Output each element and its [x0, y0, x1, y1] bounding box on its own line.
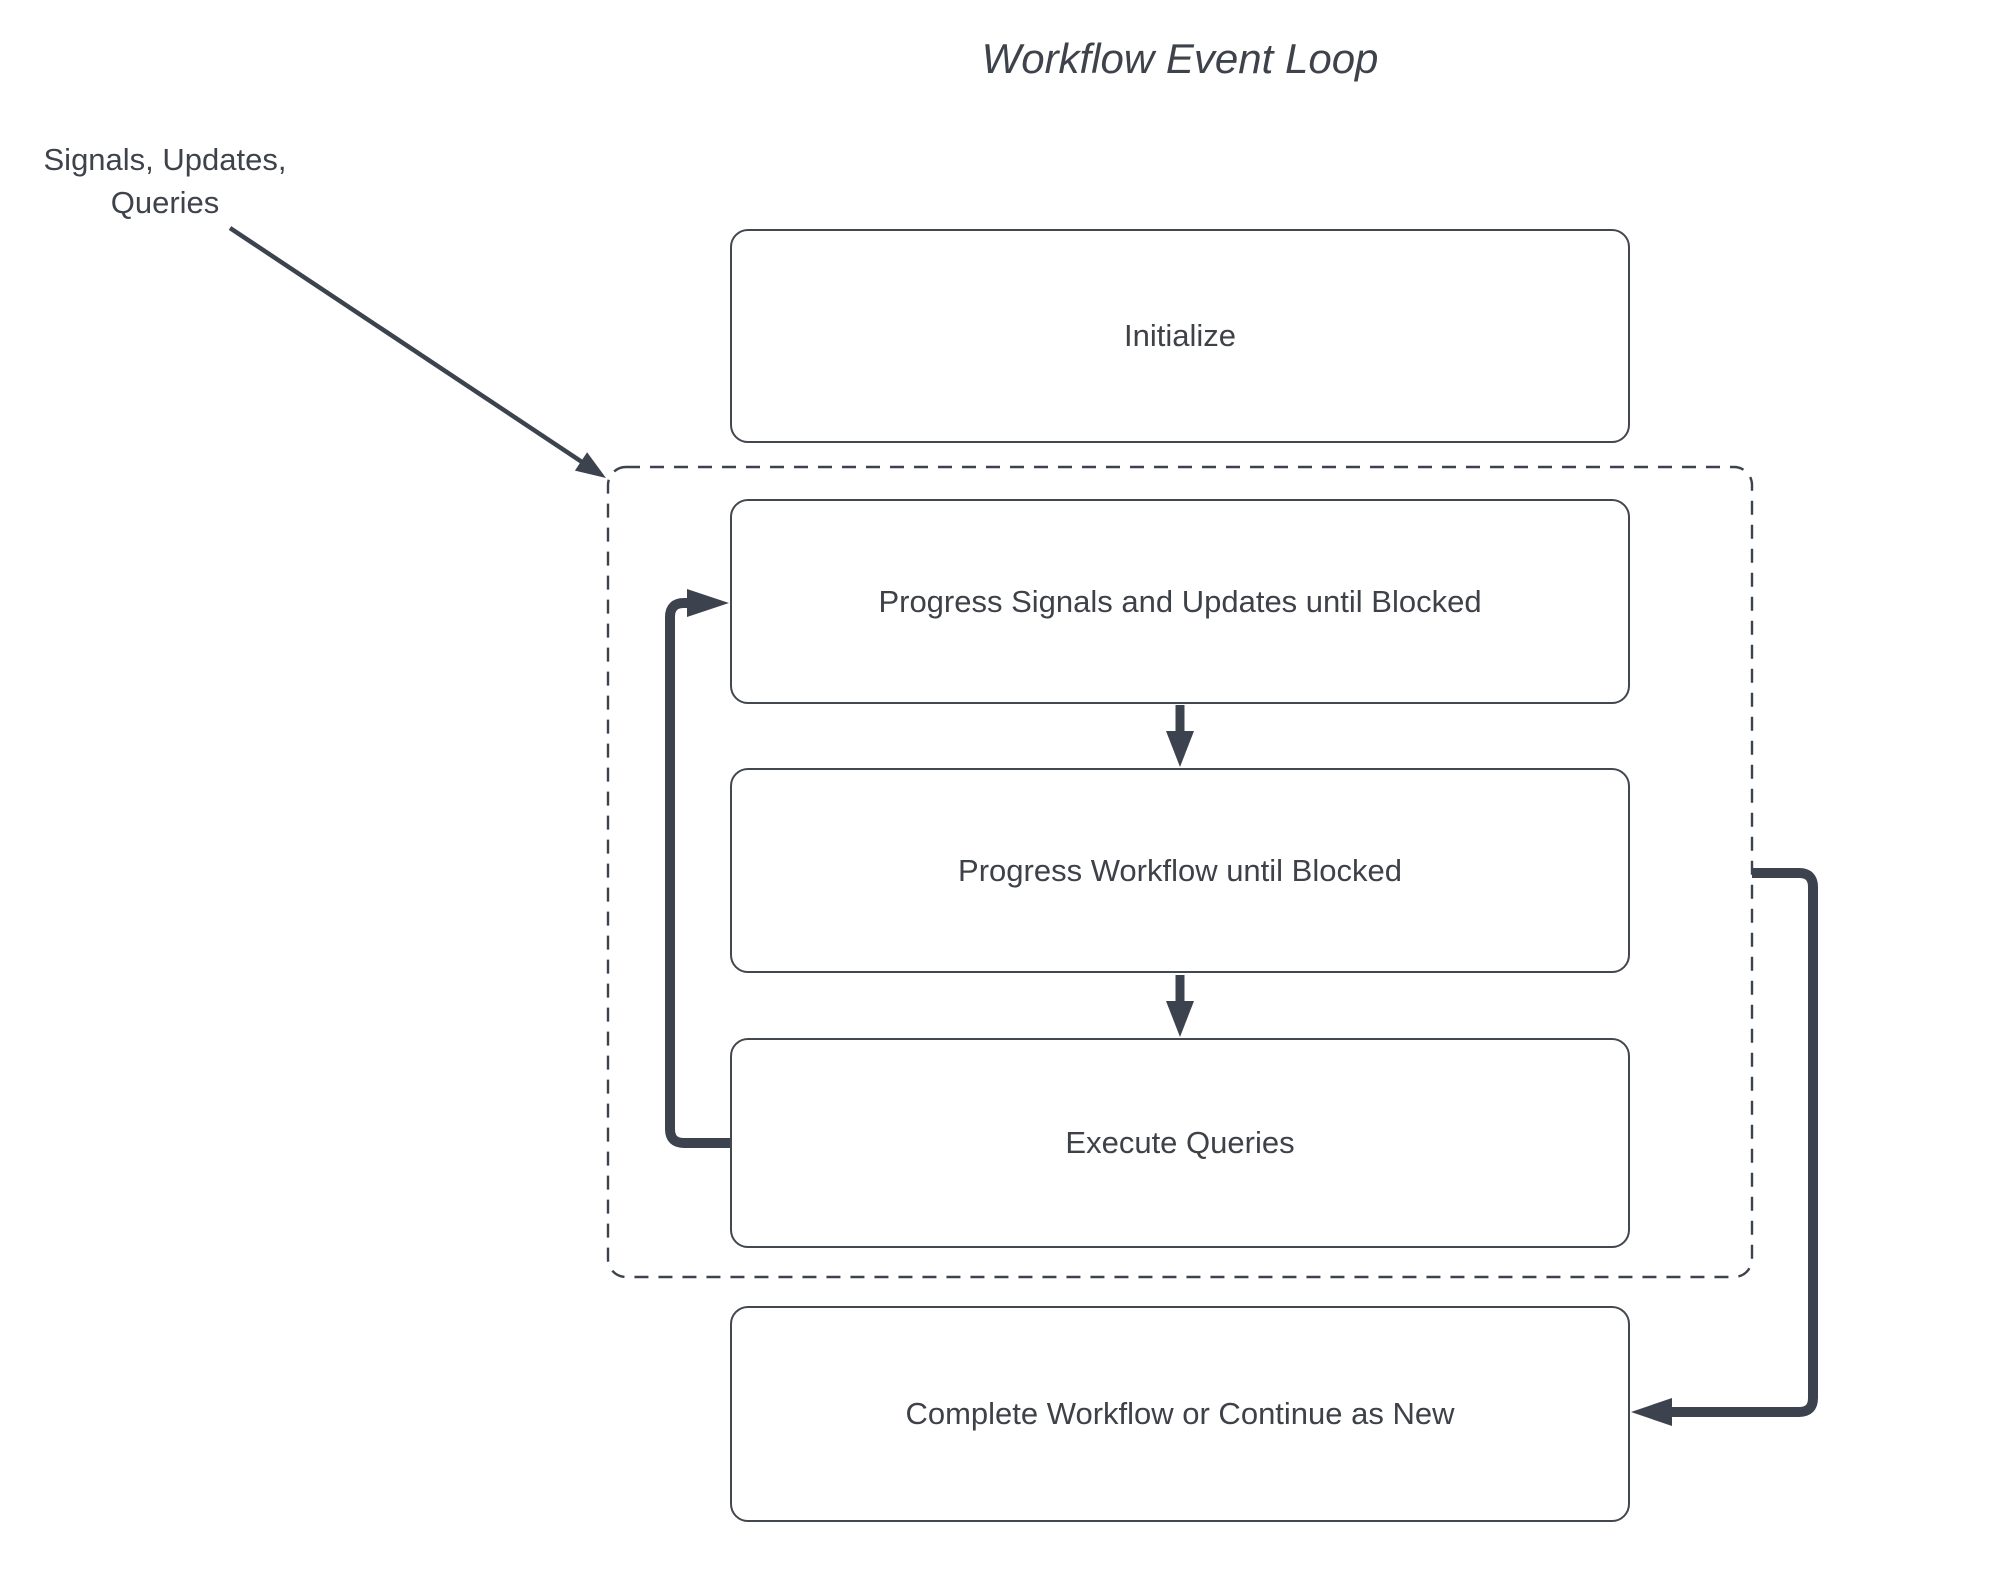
- signals-to-loop-arrow-line: [228, 226, 587, 466]
- initialize-node: Initialize: [730, 229, 1630, 443]
- down-arrow-1-arrowhead-icon: [1166, 731, 1194, 767]
- down-arrow-1: [1166, 705, 1194, 767]
- signals-to-loop-arrow: [228, 226, 606, 478]
- loop-back-arrowhead-icon: [687, 589, 729, 617]
- execute-queries-node-label: Execute Queries: [1065, 1125, 1295, 1160]
- loop-back-arrow-line: [665, 598, 730, 1148]
- exit-loop-arrowhead-icon: [1631, 1398, 1672, 1426]
- signals-to-loop-arrowhead-icon: [574, 452, 606, 478]
- execute-queries-node: Execute Queries: [730, 1038, 1630, 1248]
- progress-signals-node: Progress Signals and Updates until Block…: [730, 499, 1630, 704]
- signals-updates-queries-label: Signals, Updates, Queries: [20, 138, 310, 224]
- complete-workflow-node-label: Complete Workflow or Continue as New: [905, 1396, 1455, 1431]
- progress-workflow-node: Progress Workflow until Blocked: [730, 768, 1630, 973]
- progress-signals-node-label: Progress Signals and Updates until Block…: [878, 583, 1482, 619]
- exit-loop-arrow-line: [1670, 868, 1818, 1417]
- exit-loop-arrow: [1631, 868, 1818, 1426]
- diagram-title: Workflow Event Loop: [981, 35, 1379, 82]
- progress-workflow-node-label: Progress Workflow until Blocked: [958, 852, 1402, 888]
- initialize-node-label: Initialize: [1124, 318, 1236, 353]
- down-arrow-2-arrowhead-icon: [1166, 1001, 1194, 1037]
- annotation-line-2: Queries: [110, 185, 220, 220]
- complete-workflow-node: Complete Workflow or Continue as New: [730, 1306, 1630, 1522]
- loop-back-arrow: [665, 589, 730, 1148]
- annotation-line-1: Signals, Updates,: [43, 142, 287, 177]
- down-arrow-2: [1166, 975, 1194, 1037]
